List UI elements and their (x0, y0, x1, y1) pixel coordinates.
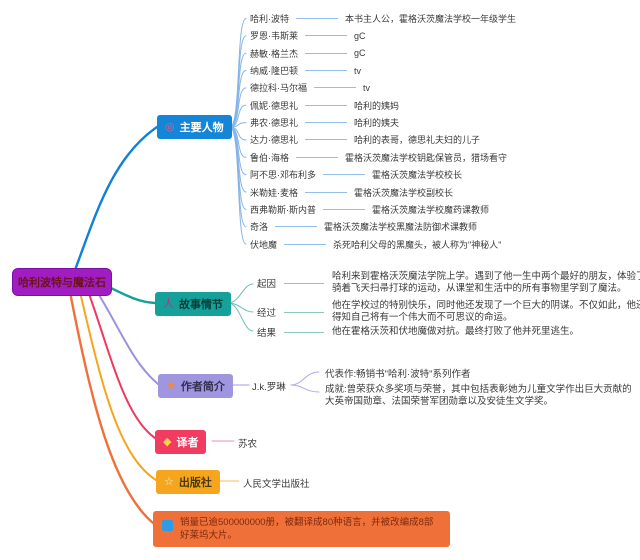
plot-item-label: 起因 (257, 279, 277, 290)
leader-line (284, 311, 325, 313)
character-item[interactable]: 阿不思·邓布利多 霍格沃茨魔法学校校长 (250, 169, 462, 180)
branch-node-plot[interactable]: 人 故事情节 (155, 292, 231, 316)
character-name: 西弗勒斯·斯内普 (250, 204, 316, 215)
character-item[interactable]: 奇洛 霍格沃茨魔法学校黑魔法防御术课教师 (250, 221, 477, 232)
character-desc: 杀死哈利父母的黑魔头，被人称为"神秘人" (333, 239, 502, 250)
leader-line (305, 52, 347, 54)
character-item[interactable]: 达力·德思礼 哈利的表哥，德思礼夫妇的儿子 (250, 134, 480, 145)
star-icon: ★ (166, 379, 176, 392)
branch-label: 译者 (176, 437, 199, 449)
character-item[interactable]: 德拉科·马尔福 tv (250, 82, 371, 94)
character-name: 德拉科·马尔福 (250, 83, 307, 94)
character-desc: 霍格沃茨魔法学校魔药课教师 (372, 204, 490, 215)
branch-node-publisher[interactable]: ☆ 出版社 (156, 470, 220, 494)
character-item[interactable]: 米勒娃·麦格 霍格沃茨魔法学校副校长 (250, 187, 453, 198)
publisher-name[interactable]: 人民文学出版社 (243, 479, 310, 490)
branch-label: 作者简介 (180, 381, 225, 393)
character-desc: 霍格沃茨魔法学校校长 (372, 170, 463, 181)
character-name: 纳威·隆巴顿 (250, 66, 298, 77)
character-item[interactable]: 弗农·德思礼 哈利的姨夫 (250, 117, 399, 128)
plot-item-text: 他在霍格沃茨和伏地魔做对抗。最终打败了他并死里逃生。 (332, 326, 580, 337)
plot-item-process[interactable]: 经过 他在学校过的特别快乐，同时他还发现了一个巨大的阴谋。不仅如此，他还得知自己… (257, 300, 640, 324)
character-item[interactable]: 赫敏·格兰杰 gC (250, 48, 366, 59)
character-item[interactable]: 哈利·波特 本书主人公，霍格沃茨魔法学校一年级学生 (250, 13, 516, 24)
flag-square-icon (162, 520, 173, 531)
leader-line (305, 139, 347, 141)
character-item[interactable]: 佩妮·德思礼 哈利的姨妈 (250, 100, 399, 111)
plot-item-label: 经过 (257, 308, 277, 319)
character-item[interactable]: 罗恩·韦斯莱 gC (250, 30, 366, 42)
branch-label: 出版社 (178, 477, 212, 489)
leader-line (305, 35, 347, 37)
character-item[interactable]: 鲁伯·海格 霍格沃茨魔法学校钥匙保管员，猎场看守 (250, 152, 507, 163)
character-name: 米勒娃·麦格 (250, 187, 298, 198)
branch-node-translator[interactable]: ◆ 译者 (155, 430, 207, 454)
translator-name[interactable]: 苏农 (238, 439, 258, 450)
character-item[interactable]: 纳威·隆巴顿 tv (250, 65, 362, 77)
leader-line (305, 191, 347, 193)
leader-line (323, 208, 365, 210)
branch-node-author[interactable]: ★ 作者简介 (158, 374, 233, 398)
leader-line (305, 104, 347, 106)
character-item[interactable]: 西弗勒斯·斯内普 霍格沃茨魔法学校魔药课教师 (250, 204, 489, 215)
character-desc: 哈利的表哥，德思礼夫妇的儿子 (354, 135, 481, 146)
character-name: 达力·德思礼 (250, 135, 298, 146)
character-name: 鲁伯·海格 (250, 152, 289, 163)
character-name: 佩妮·德思礼 (250, 100, 298, 111)
character-desc: gC (354, 48, 366, 59)
leader-line (284, 243, 327, 245)
person-circle-icon: ◎ (165, 120, 175, 133)
sales-text: 销量已逾500000000册，被翻译成80种语言，并被改编成8部好莱坞大片。 (180, 517, 434, 541)
star-outline-icon: ☆ (164, 475, 174, 488)
character-desc: 霍格沃茨魔法学校钥匙保管员，猎场看守 (345, 152, 508, 163)
sales-note[interactable]: 销量已逾500000000册，被翻译成80种语言，并被改编成8部好莱坞大片。 (153, 511, 450, 547)
root-node[interactable]: 哈利波特与魔法石 (12, 268, 112, 296)
leader-line (296, 18, 338, 19)
root-label: 哈利波特与魔法石 (18, 277, 106, 289)
branch-label: 主要人物 (179, 122, 224, 134)
plot-item-text: 哈利来到霍格沃茨魔法学院上学。遇到了他一生中两个最好的朋友，体验了骑着飞天扫帚打… (332, 271, 640, 294)
author-representative-works[interactable]: 代表作:畅销书"哈利·波特"系列作者 (325, 369, 471, 380)
character-name: 罗恩·韦斯莱 (250, 31, 298, 42)
character-item[interactable]: 伏地魔 杀死哈利父母的黑魔头，被人称为"神秘人" (250, 239, 501, 250)
character-desc: tv (363, 82, 371, 93)
character-name: 伏地魔 (250, 239, 278, 250)
leader-line (323, 174, 365, 176)
leader-line (314, 87, 356, 89)
branch-label: 故事情节 (179, 299, 223, 311)
branch-node-characters[interactable]: ◎ 主要人物 (157, 115, 232, 139)
character-desc: tv (354, 65, 362, 76)
leader-line (305, 70, 347, 72)
character-desc: 霍格沃茨魔法学校黑魔法防御术课教师 (324, 222, 478, 233)
leader-line (284, 282, 325, 284)
character-desc: 霍格沃茨魔法学校副校长 (354, 187, 454, 198)
leader-line (305, 122, 347, 124)
gem-icon: ◆ (163, 435, 172, 448)
leader-line (275, 226, 318, 228)
person-figure-icon: 人 (163, 297, 174, 310)
leader-line (296, 156, 338, 158)
plot-item-result[interactable]: 结果 他在霍格沃茨和伏地魔做对抗。最终打败了他并死里逃生。 (257, 325, 640, 339)
character-desc: 哈利的姨妈 (354, 100, 400, 111)
character-name: 弗农·德思礼 (250, 118, 298, 129)
plot-item-cause[interactable]: 起因 哈利来到霍格沃茨魔法学院上学。遇到了他一生中两个最好的朋友，体验了骑着飞天… (257, 271, 640, 295)
character-name: 哈利·波特 (250, 14, 289, 24)
character-name: 奇洛 (250, 222, 269, 233)
character-desc: 本书主人公，霍格沃茨魔法学校一年级学生 (345, 14, 517, 24)
character-desc: gC (354, 30, 366, 41)
plot-item-text: 他在学校过的特别快乐，同时他还发现了一个巨大的阴谋。不仅如此，他还得知自己将有一… (332, 300, 640, 323)
character-desc: 哈利的姨夫 (354, 118, 400, 129)
author-achievements[interactable]: 成就:曾荣获众多奖项与荣誉，其中包括表彰她为儿童文学作出巨大贡献的大英帝国勋章、… (325, 384, 632, 407)
plot-item-label: 结果 (257, 328, 277, 339)
author-name[interactable]: J.k.罗琳 (252, 382, 286, 393)
character-name: 阿不思·邓布利多 (250, 170, 316, 181)
character-name: 赫敏·格兰杰 (250, 48, 298, 59)
leader-line (284, 331, 325, 333)
